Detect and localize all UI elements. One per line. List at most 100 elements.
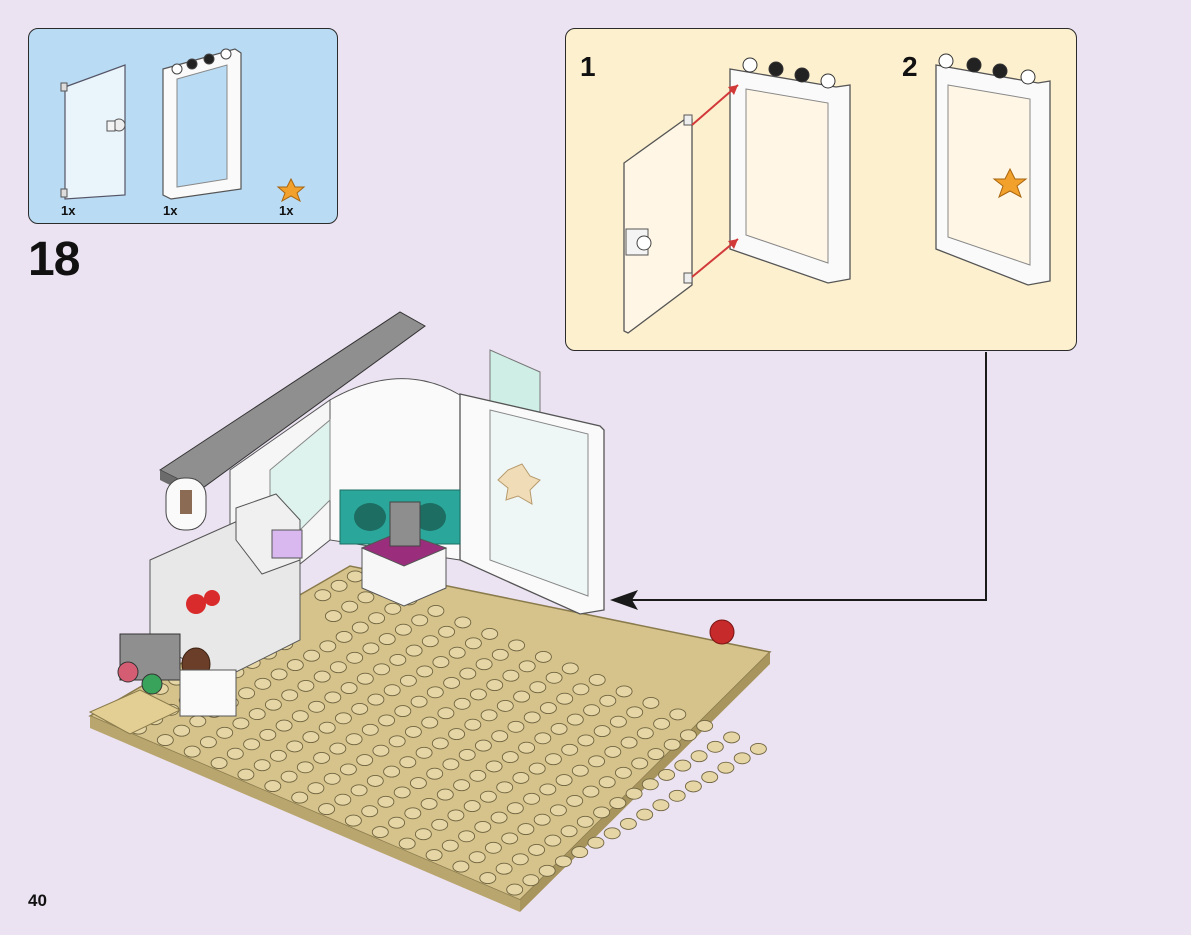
baseplate-stud xyxy=(244,739,260,750)
baseplate-stud xyxy=(503,670,519,681)
baseplate-stud xyxy=(415,829,431,840)
baseplate-stud xyxy=(314,752,330,763)
baseplate-stud xyxy=(555,856,571,867)
baseplate-stud xyxy=(659,769,675,780)
baseplate-stud xyxy=(459,831,475,842)
baseplate-stud xyxy=(270,750,286,761)
baseplate-stud xyxy=(529,844,545,855)
baseplate-stud xyxy=(389,817,405,828)
baseplate-stud xyxy=(583,786,599,797)
baseplate-stud xyxy=(669,790,685,801)
baseplate-stud xyxy=(265,699,281,710)
baseplate-stud xyxy=(330,662,346,673)
baseplate-stud xyxy=(379,634,395,645)
baseplate-stud xyxy=(577,816,593,827)
baseplate-stud xyxy=(352,703,368,714)
baseplate-stud xyxy=(390,654,406,665)
baseplate-stud xyxy=(519,742,535,753)
baseplate-stud xyxy=(702,772,718,783)
baseplate-stud xyxy=(691,751,707,762)
baseplate-stud xyxy=(685,781,701,792)
baseplate-stud xyxy=(298,680,314,691)
baseplate-stud xyxy=(287,741,303,752)
baseplate-stud xyxy=(421,798,437,809)
baseplate-stud xyxy=(372,827,388,838)
baseplate-stud xyxy=(271,669,287,680)
baseplate-stud xyxy=(395,706,411,717)
baseplate-stud xyxy=(539,865,555,876)
baseplate-stud xyxy=(287,660,303,671)
baseplate-stud xyxy=(535,651,551,662)
baseplate-stud xyxy=(346,734,362,745)
baseplate-stud xyxy=(670,709,686,720)
baseplate-stud xyxy=(594,726,610,737)
baseplate-stud xyxy=(427,687,443,698)
baseplate-stud xyxy=(324,773,340,784)
baseplate-stud xyxy=(496,863,512,874)
baseplate-stud xyxy=(157,735,173,746)
baseplate-stud xyxy=(432,738,448,749)
baseplate-stud xyxy=(438,708,454,719)
baseplate-stud xyxy=(627,707,643,718)
baseplate-stud xyxy=(637,728,653,739)
baseplate-stud xyxy=(486,761,502,772)
baseplate-stud xyxy=(405,808,421,819)
baseplate-stud xyxy=(507,884,523,895)
baseplate-stud xyxy=(551,723,567,734)
baseplate-stud xyxy=(449,647,465,658)
baseplate-stud xyxy=(524,793,540,804)
baseplate-stud xyxy=(454,698,470,709)
baseplate-stud xyxy=(432,819,448,830)
baseplate-stud xyxy=(567,714,583,725)
baseplate-stud xyxy=(325,692,341,703)
baseplate-stud xyxy=(664,739,680,750)
baseplate-stud xyxy=(616,686,632,697)
baseplate-stud xyxy=(724,732,740,743)
baseplate-stud xyxy=(621,737,637,748)
baseplate-stud xyxy=(336,631,352,642)
baseplate-stud xyxy=(605,746,621,757)
baseplate-stud xyxy=(589,756,605,767)
baseplate-stud xyxy=(190,716,206,727)
baseplate-stud xyxy=(416,747,432,758)
baseplate-stud xyxy=(519,661,535,672)
baseplate-stud xyxy=(492,731,508,742)
baseplate-stud xyxy=(330,743,346,754)
baseplate-stud xyxy=(368,694,384,705)
baseplate-stud xyxy=(509,640,525,651)
baseplate-stud xyxy=(594,807,610,818)
baseplate-stud xyxy=(449,729,465,740)
baseplate-stud xyxy=(604,828,620,839)
baseplate-stud xyxy=(562,744,578,755)
baseplate-stud xyxy=(427,768,443,779)
baseplate-stud xyxy=(309,701,325,712)
baseplate-stud xyxy=(654,718,670,729)
baseplate-stud xyxy=(292,792,308,803)
installed-door-frame xyxy=(460,394,604,614)
baseplate-stud xyxy=(480,791,496,802)
baseplate-stud xyxy=(217,727,233,738)
baseplate-stud xyxy=(400,757,416,768)
baseplate-stud xyxy=(675,760,691,771)
baseplate-stud xyxy=(518,824,534,835)
baseplate-stud xyxy=(642,779,658,790)
baseplate-stud xyxy=(448,810,464,821)
baseplate-stud xyxy=(546,672,562,683)
baseplate-stud xyxy=(347,652,363,663)
baseplate-stud xyxy=(340,764,356,775)
baseplate-stud xyxy=(588,837,604,848)
baseplate-stud xyxy=(385,603,401,614)
baseplate-stud xyxy=(487,680,503,691)
baseplate-stud xyxy=(680,730,696,741)
baseplate-stud xyxy=(502,833,518,844)
baseplate-stud xyxy=(734,753,750,764)
baseplate-stud xyxy=(315,590,331,601)
baseplate-stud xyxy=(497,700,513,711)
baseplate-stud xyxy=(508,721,524,732)
baseplate-stud xyxy=(352,622,368,633)
callout-connector-line xyxy=(614,352,986,600)
baseplate-stud xyxy=(707,741,723,752)
page-number: 40 xyxy=(28,891,47,911)
baseplate-stud xyxy=(174,725,190,736)
baseplate-stud xyxy=(632,758,648,769)
